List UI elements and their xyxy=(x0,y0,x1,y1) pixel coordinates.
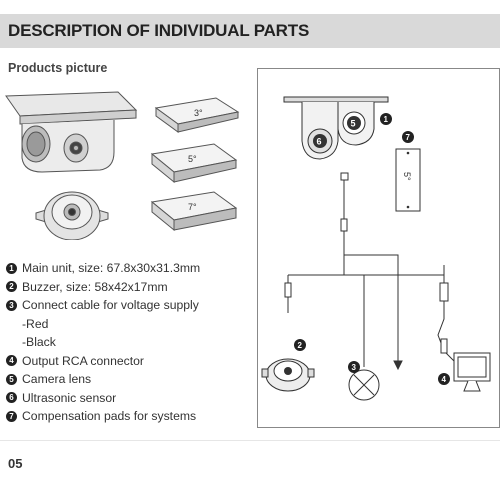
pad-3-label: 3° xyxy=(194,108,203,118)
parts-list: 1 Main unit, size: 67.8x30x31.3mm 2 Buzz… xyxy=(6,259,246,426)
part-description: Output RCA connector xyxy=(22,353,144,368)
callout-2: 2 xyxy=(298,341,303,350)
part-description: -Black xyxy=(22,335,56,350)
callout-4: 4 xyxy=(442,375,447,384)
compensation-pads-illustration: 3° 5° 7° xyxy=(150,97,240,232)
page-title: DESCRIPTION OF INDIVIDUAL PARTS xyxy=(8,21,310,40)
pad-7-label: 7° xyxy=(188,202,197,212)
header-bar xyxy=(0,14,500,48)
list-item: -Black xyxy=(6,333,246,352)
part-description: -Red xyxy=(22,316,49,331)
pad-5-deg: 5° xyxy=(150,143,238,184)
list-item: 7 Compensation pads for systems xyxy=(6,407,246,426)
part-number-badge: 4 xyxy=(6,355,17,367)
compensation-pad-callout: 7 5° xyxy=(395,131,421,212)
products-picture: 3° 5° 7° xyxy=(5,91,240,240)
part-number-badge: 1 xyxy=(6,262,17,274)
list-item: 6 Ultrasonic sensor xyxy=(6,389,246,408)
part-description: Compensation pads for systems xyxy=(22,409,197,424)
rca-output-callout: 4 xyxy=(438,352,491,392)
ultrasonic-sensor-callout: 6 xyxy=(307,128,333,154)
part-description: Connect cable for voltage supply xyxy=(22,298,199,313)
part-number-badge: 7 xyxy=(6,410,17,422)
list-item: 4 Output RCA connector xyxy=(6,352,246,371)
part-description: Buzzer, size: 58x42x17mm xyxy=(22,279,168,294)
wiring-diagram-frame: 5 6 1 7 5° 2 xyxy=(257,68,500,428)
part-description: Camera lens xyxy=(22,372,92,387)
list-item: -Red xyxy=(6,315,246,334)
footer-divider xyxy=(0,440,500,441)
part-description: Ultrasonic sensor xyxy=(22,390,117,405)
pad-angle-label: 5° xyxy=(402,172,412,181)
callout-5: 5 xyxy=(351,119,356,129)
pad-5-label: 5° xyxy=(188,154,197,164)
part-number-badge: 6 xyxy=(6,392,17,404)
list-item: 5 Camera lens xyxy=(6,370,246,389)
list-item: 3 Connect cable for voltage supply xyxy=(6,296,246,315)
part-number-badge: 5 xyxy=(6,373,17,385)
main-unit-plate xyxy=(283,96,389,103)
pad-7-deg: 7° xyxy=(150,191,238,232)
main-unit-illustration xyxy=(5,91,138,173)
buzzer-illustration xyxy=(35,191,109,240)
callout-7: 7 xyxy=(406,133,411,142)
callout-1: 1 xyxy=(384,115,389,124)
callout-6: 6 xyxy=(317,137,322,147)
part-number-badge: 3 xyxy=(6,299,17,311)
page-number: 05 xyxy=(8,456,23,471)
section-subtitle: Products picture xyxy=(8,61,108,75)
pad-3-deg: 3° xyxy=(154,97,240,133)
camera-lens-callout: 5 xyxy=(342,111,366,135)
voltage-supply-callout: 3 xyxy=(348,361,380,401)
part-description: Main unit, size: 67.8x30x31.3mm xyxy=(22,261,201,276)
wiring-diagram: 5 6 1 7 5° 2 xyxy=(261,96,491,401)
list-item: 2 Buzzer, size: 58x42x17mm xyxy=(6,278,246,297)
list-item: 1 Main unit, size: 67.8x30x31.3mm xyxy=(6,259,246,278)
main-unit-callout: 1 xyxy=(380,113,392,125)
buzzer-callout: 2 xyxy=(261,339,315,392)
part-number-badge: 2 xyxy=(6,281,17,293)
callout-3: 3 xyxy=(352,363,357,372)
